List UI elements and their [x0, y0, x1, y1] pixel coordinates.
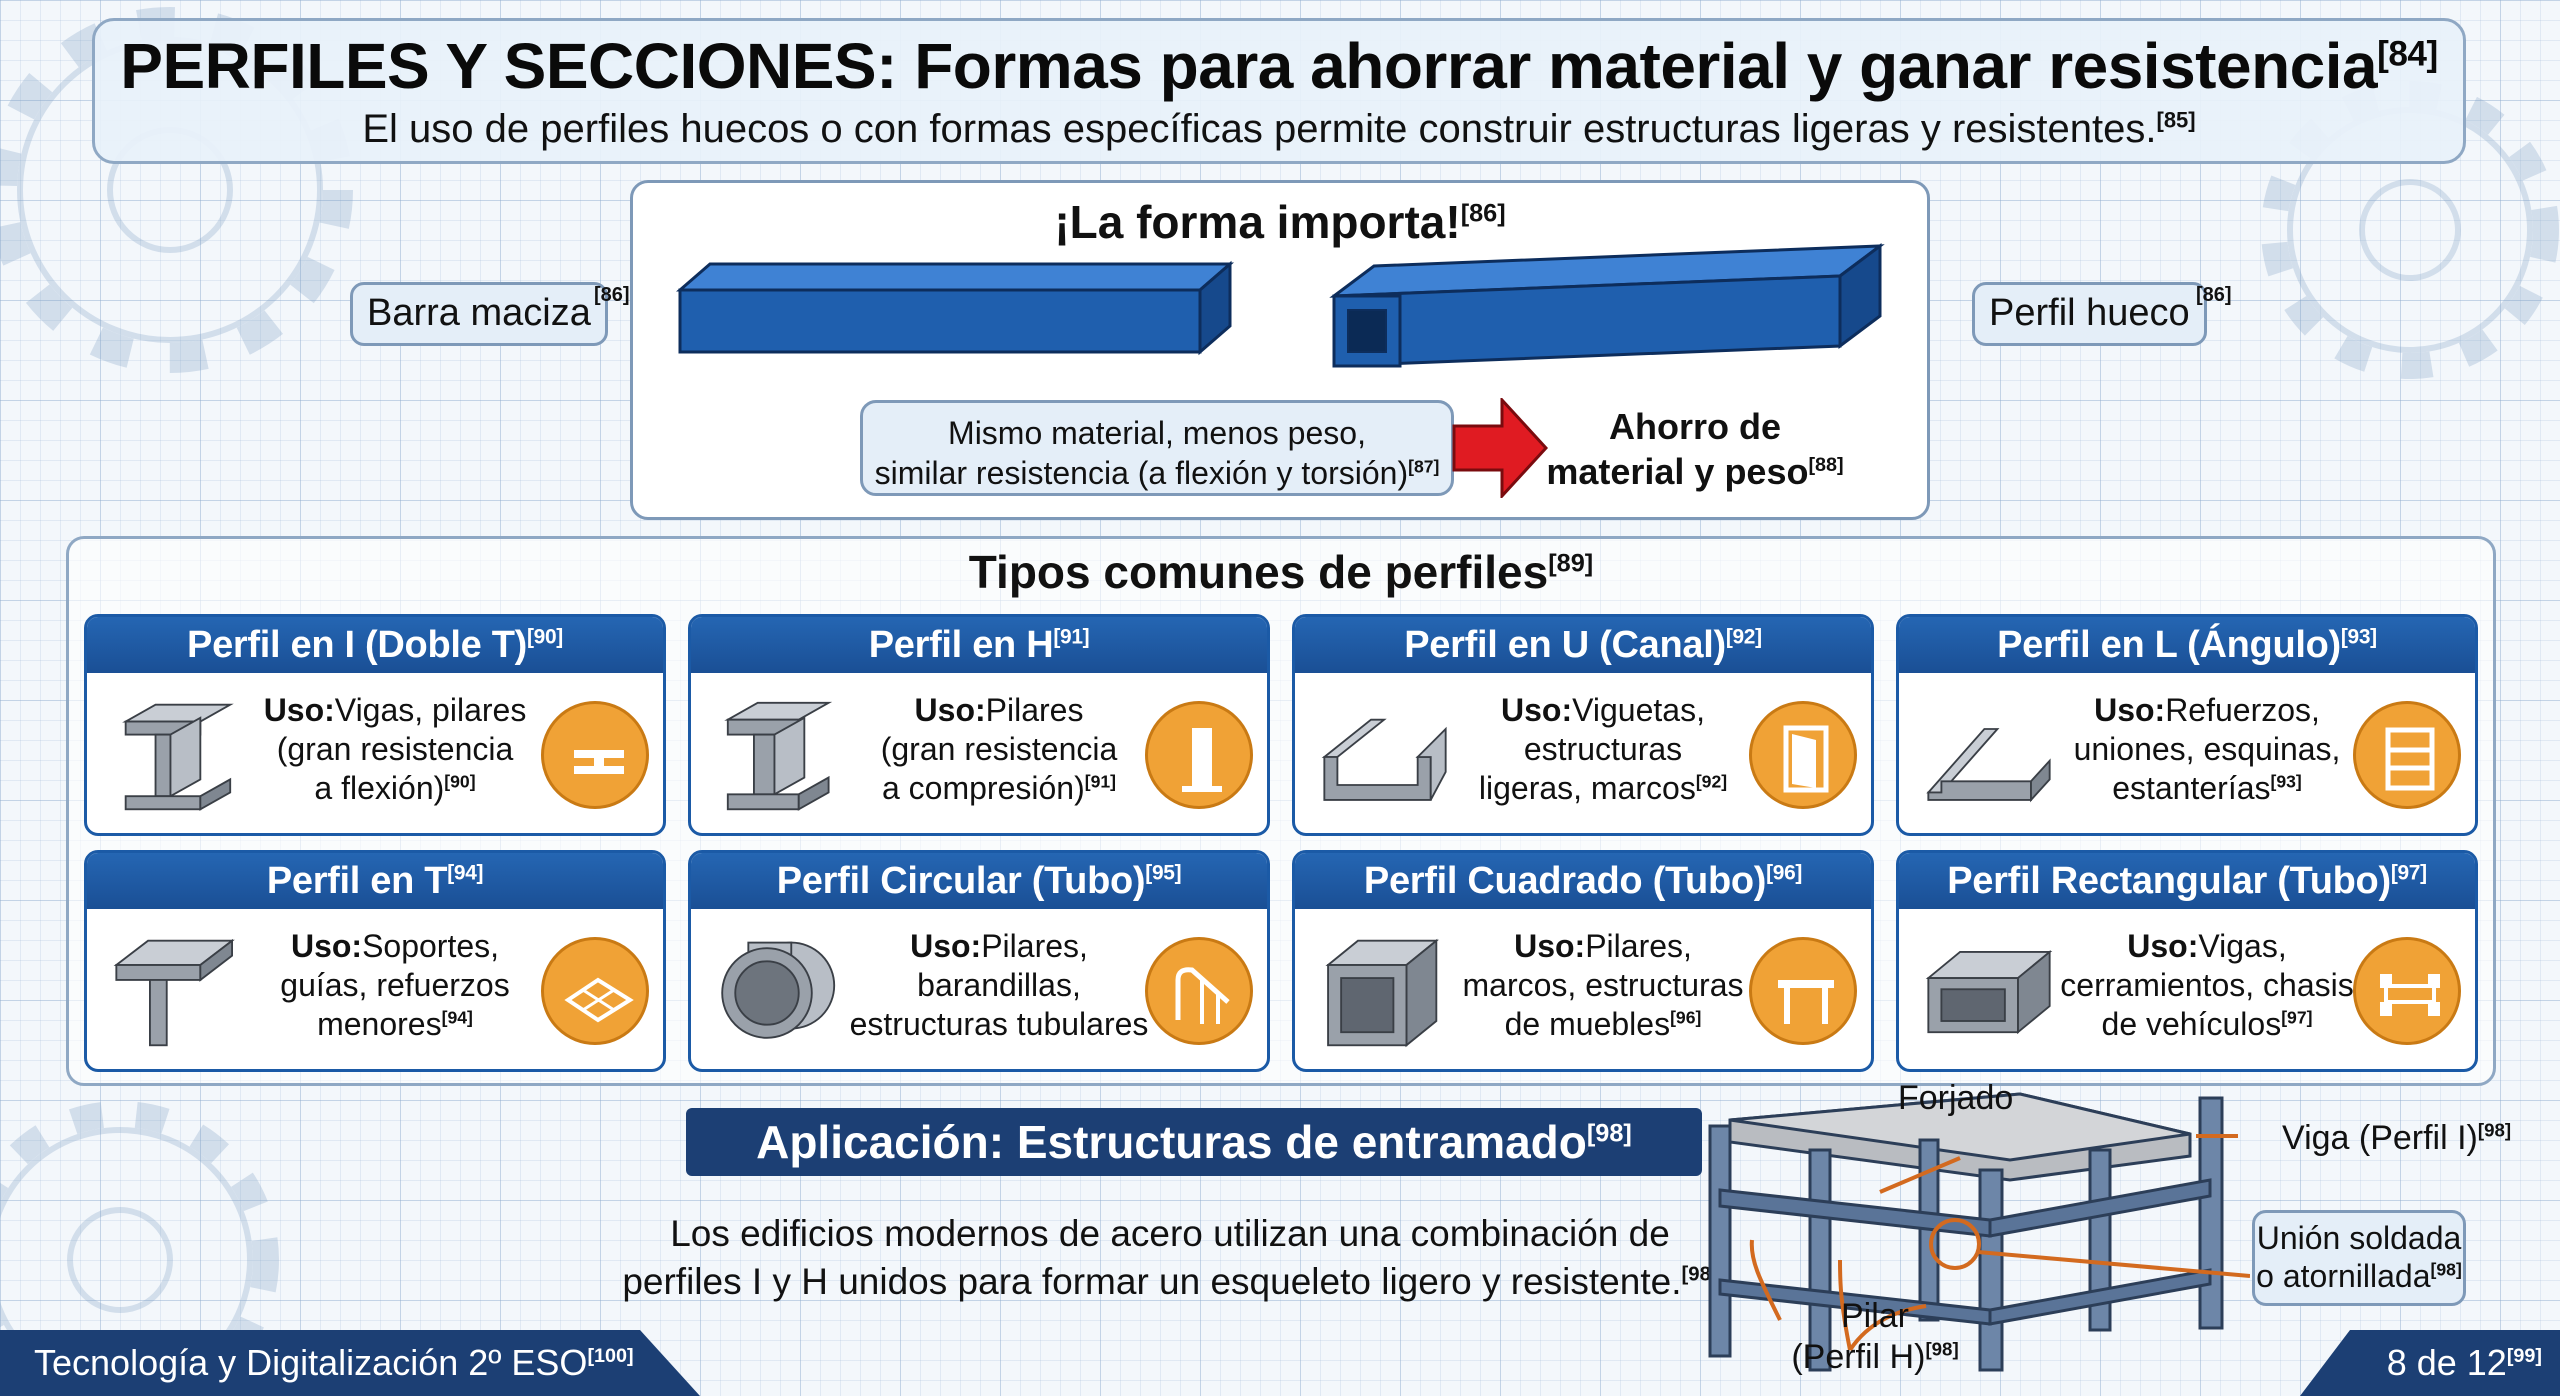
- u-channel-icon: [1321, 718, 1447, 801]
- grid-frame-icon: [541, 937, 649, 1045]
- application-banner: Aplicación: Estructuras de entramado[98]: [686, 1108, 1702, 1176]
- l-angle-icon: [1926, 728, 2051, 803]
- profile-card: Perfil en U (Canal)[92] Uso:Viguetas,estr…: [1292, 614, 1874, 836]
- profile-card-usage: Uso:Refuerzos,uniones, esquinas,estanter…: [2073, 692, 2341, 807]
- profile-card-title: Perfil en L (Ángulo)[93]: [1899, 617, 2475, 673]
- beam-icon: [541, 701, 649, 809]
- slab-label: Forjado: [1898, 1079, 2014, 1117]
- profile-card-usage: Uso:Pilares,barandillas,estructuras tubu…: [849, 928, 1149, 1043]
- profile-card: Perfil Circular (Tubo)[95] Uso:Pilares,ba…: [688, 850, 1270, 1072]
- shelf-icon: [2353, 701, 2461, 809]
- page-title: PERFILES Y SECCIONES: Formas para ahorra…: [120, 30, 2438, 102]
- profile-card-title: Perfil Cuadrado (Tubo)[96]: [1295, 853, 1871, 909]
- steel-frame-illustration: [1708, 1092, 2250, 1372]
- profile-card: Perfil en T[94] Uso:Soportes,guías, refue…: [84, 850, 666, 1072]
- solid-bar-ref: [86]: [594, 284, 630, 306]
- i-beam-icon: [122, 703, 234, 811]
- footer-page-number: 8 de 12[99]: [2300, 1330, 2560, 1396]
- hollow-profile-ref: [86]: [2196, 284, 2232, 306]
- square-tube-icon: [1325, 938, 1439, 1048]
- joint-label: Unión soldada o atornillada[98]: [2252, 1210, 2466, 1306]
- rect-tube-icon: [1925, 949, 2053, 1035]
- profile-card-title: Perfil en H[91]: [691, 617, 1267, 673]
- profile-card: Perfil en H[91] Uso:Pilares(gran resisten…: [688, 614, 1270, 836]
- door-frame-icon: [1749, 701, 1857, 809]
- title-panel: PERFILES Y SECCIONES: Formas para ahorra…: [92, 18, 2466, 164]
- solid-bar-icon: [675, 260, 1235, 356]
- shape-matters-title: ¡La forma importa![86]: [1054, 196, 1506, 248]
- profile-types-title: Tipos comunes de perfiles[89]: [968, 546, 1594, 598]
- application-text: Los edificios modernos de acero utilizan…: [622, 1213, 1718, 1303]
- round-tube-icon: [721, 941, 836, 1039]
- profile-card: Perfil en L (Ángulo)[93] Uso:Refuerzos,un…: [1896, 614, 2478, 836]
- shape-note: Mismo material, menos peso, similar resi…: [860, 400, 1454, 496]
- column-icon: [1145, 701, 1253, 809]
- profile-card-title: Perfil Rectangular (Tubo)[97]: [1899, 853, 2475, 909]
- hollow-profile-label: Perfil hueco: [1972, 282, 2207, 346]
- profile-card-title: Perfil en T[94]: [87, 853, 663, 909]
- chassis-icon: [2353, 937, 2461, 1045]
- savings-result: Ahorro de material y peso[88]: [1546, 406, 1844, 492]
- beam-label: Viga (Perfil I)[98]: [2282, 1119, 2512, 1157]
- profile-card: Perfil Rectangular (Tubo)[97] Uso:Vigas,c…: [1896, 850, 2478, 1072]
- table-icon: [1749, 937, 1857, 1045]
- profile-card: Perfil en I (Doble T)[90] Uso:Vigas, pila…: [84, 614, 666, 836]
- handrail-icon: [1145, 937, 1253, 1045]
- profile-card-title: Perfil en I (Doble T)[90]: [87, 617, 663, 673]
- profile-card-title: Perfil en U (Canal)[92]: [1295, 617, 1871, 673]
- profile-card-title: Perfil Circular (Tubo)[95]: [691, 853, 1267, 909]
- t-beam-icon: [113, 938, 235, 1047]
- arrow-right-icon: [1452, 398, 1548, 498]
- profile-card: Perfil Cuadrado (Tubo)[96] Uso:Pilares,ma…: [1292, 850, 1874, 1072]
- h-beam-icon: [724, 701, 833, 811]
- column-label: Pilar (Perfil H)[98]: [1791, 1297, 1959, 1376]
- footer-course: Tecnología y Digitalización 2º ESO[100]: [0, 1330, 700, 1396]
- hollow-profile-icon: [1329, 243, 1885, 368]
- solid-bar-label: Barra maciza: [350, 282, 608, 346]
- page-subtitle: El uso de perfiles huecos o con formas e…: [362, 107, 2196, 151]
